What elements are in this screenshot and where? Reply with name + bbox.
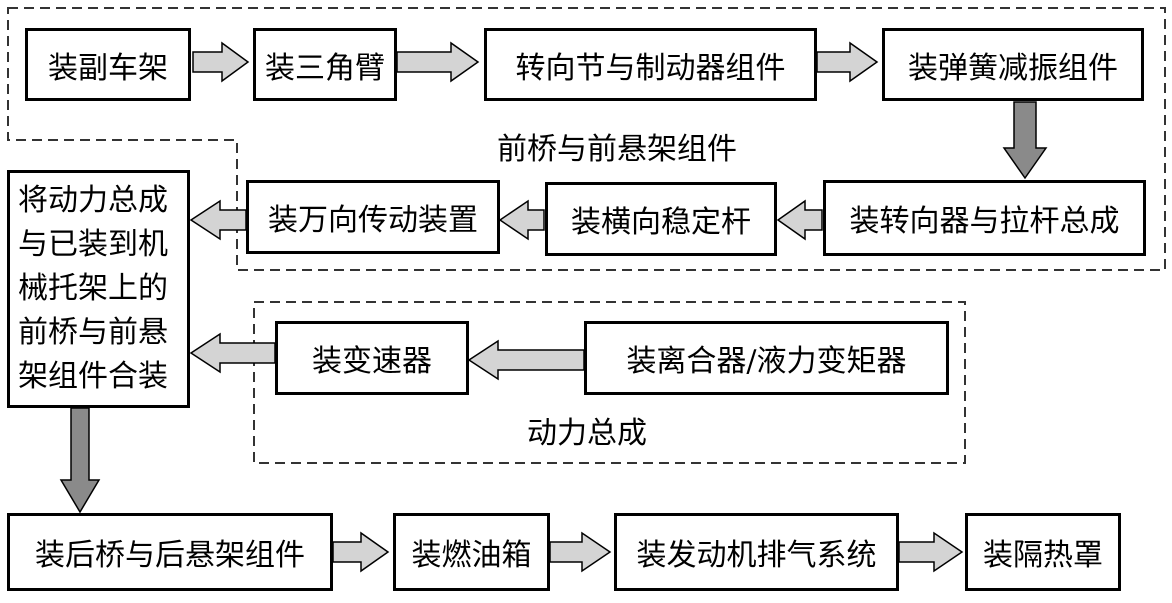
step-knuckle-brake-assembly: 转向节与制动器组件 — [484, 28, 817, 101]
arrow-b4-b5 — [1002, 101, 1048, 180]
arrow-b5-b6 — [776, 199, 823, 241]
arrow-b8-b11 — [59, 407, 101, 514]
front-axle-group-label: 前桥与前悬架组件 — [497, 132, 737, 167]
step-combine-powertrain-front-axle: 将动力总成与已装到机械托架上的前桥与前悬架组件合装 — [7, 170, 190, 408]
arrow-b7-b8 — [189, 199, 247, 241]
step-fuel-tank: 装燃油箱 — [393, 513, 550, 591]
powertrain-group-border — [253, 301, 966, 464]
step-rear-axle-suspension: 装后桥与后悬架组件 — [7, 513, 333, 591]
arrow-b6-b7 — [498, 199, 545, 241]
step-heat-shield: 装隔热罩 — [965, 513, 1121, 591]
arrow-b2-b3 — [396, 41, 480, 83]
step-exhaust-system: 装发动机排气系统 — [614, 513, 899, 591]
arrow-b9-b10 — [467, 339, 585, 381]
step-steering-gear-tie-rod: 装转向器与拉杆总成 — [823, 180, 1146, 256]
step-clutch-torque-converter: 装离合器/液力变矩器 — [584, 321, 949, 395]
step-install-control-arm: 装三角臂 — [253, 28, 397, 101]
step-drive-shaft: 装万向传动装置 — [246, 180, 500, 254]
arrow-b3-b4 — [816, 41, 879, 83]
step-install-subframe: 装副车架 — [25, 28, 191, 101]
step-spring-damper-assembly: 装弹簧减振组件 — [882, 28, 1144, 101]
arrow-b12-b13 — [549, 531, 612, 573]
step-transmission: 装变速器 — [275, 321, 469, 395]
powertrain-group-label: 动力总成 — [527, 416, 647, 451]
arrow-b1-b2 — [192, 41, 250, 83]
arrow-b13-b14 — [898, 531, 964, 573]
arrow-b10-b8 — [189, 332, 276, 374]
front-axle-group-border — [7, 7, 1166, 271]
step-stabilizer-bar: 装横向稳定杆 — [545, 182, 777, 256]
arrow-b11-b12 — [332, 531, 390, 573]
